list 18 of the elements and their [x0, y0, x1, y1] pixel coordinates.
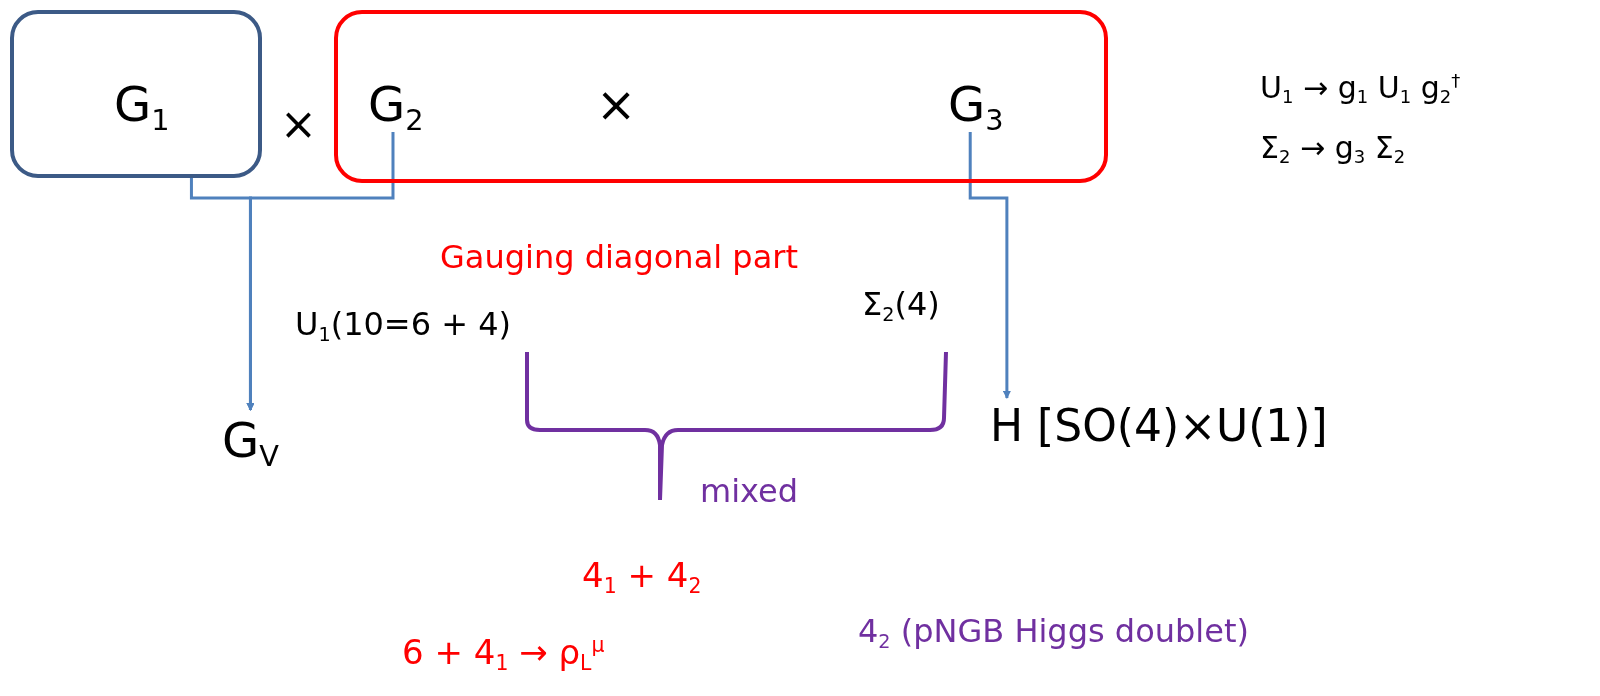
- group-symbol: G$_{3}$: [948, 76, 1004, 132]
- group-symbol: G$_{2}$: [368, 76, 424, 132]
- arrow: [246, 132, 395, 411]
- group-box: [10, 10, 262, 178]
- field-label: Σ$_{2}$(4): [862, 285, 940, 323]
- transformation-rule: Σ$_{2}$ → g$_{3}$ Σ$_{2}$: [1260, 130, 1406, 165]
- annotation-text: Gauging diagonal part: [440, 238, 798, 276]
- field-label: U$_{1}$(10=6 + 4): [295, 305, 511, 343]
- group-symbol: G$_{V}$: [222, 412, 279, 468]
- times-sign: ×: [596, 76, 637, 132]
- annotation-text: mixed: [700, 472, 798, 510]
- group-box: [334, 10, 1108, 183]
- arrow: [968, 132, 1011, 399]
- times-sign: ×: [280, 98, 317, 149]
- representation-label: 4$_{2}$ (pNGB Higgs doublet): [858, 612, 1249, 650]
- group-label: H [SO(4)×U(1)]: [990, 400, 1328, 451]
- representation-label: 4$_{1}$ + 4$_{2}$: [582, 555, 702, 595]
- times-sign: G$_{1}$: [114, 76, 170, 132]
